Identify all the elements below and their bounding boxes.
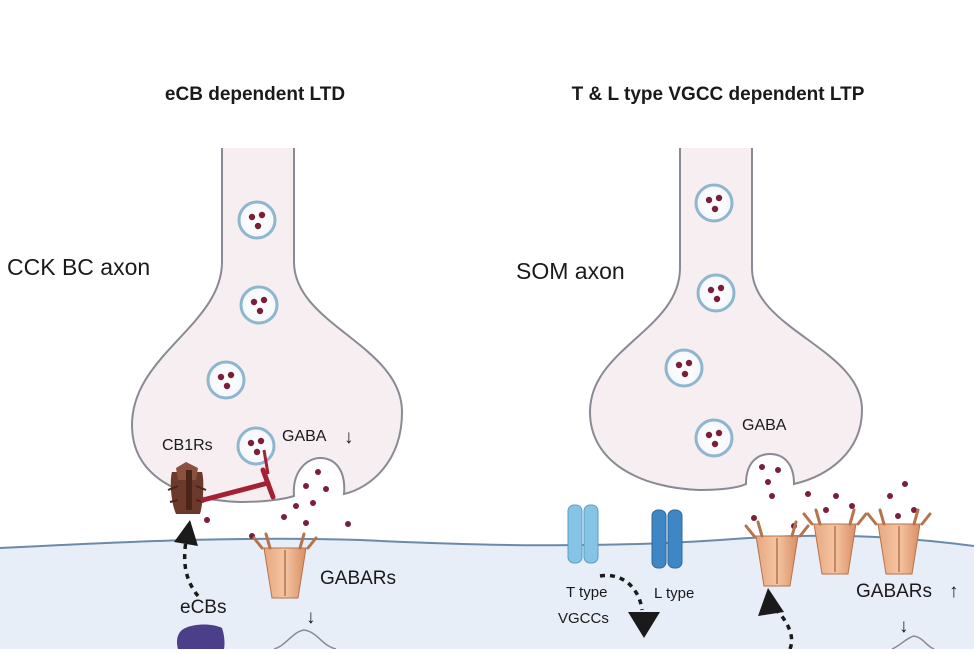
ecbs-label: eCBs: [180, 597, 226, 618]
cck-axon-terminal: [130, 148, 404, 504]
vesicle: [694, 183, 734, 223]
gabar-receptor-right-1: [744, 520, 810, 587]
t-type-vgcc: [567, 504, 599, 564]
ltp-arrow-head: [758, 588, 784, 616]
vgccs-label: VGCCs: [558, 610, 609, 627]
vesicle: [664, 348, 704, 388]
right-panel-title: T & L type VGCC dependent LTP: [572, 84, 865, 105]
ecb-arrow-head: [174, 520, 198, 546]
vesicle: [694, 418, 734, 458]
vesicle: [236, 426, 276, 466]
ltp-signal-arrow: [770, 604, 794, 650]
dendritic-spine-left: [273, 629, 337, 650]
som-axon-label: SOM axon: [516, 258, 625, 284]
purple-protein: [176, 624, 225, 649]
l-type-vgcc: [651, 509, 683, 569]
vesicle: [206, 360, 246, 400]
gabars-right-decrease-arrow: ↓: [899, 616, 909, 637]
cb1rs-label: CB1Rs: [162, 437, 213, 454]
ecb-retrograde-arrow: [182, 539, 200, 598]
cck-axon-label: CCK BC axon: [7, 254, 150, 280]
gaba-decrease-arrow: ↓: [344, 427, 354, 448]
t-type-label: T type: [566, 584, 607, 601]
vesicle: [696, 273, 736, 313]
inhibition-bar: [200, 449, 276, 503]
postsynaptic-cell: [0, 535, 974, 649]
gaba-molecules-left: [204, 469, 351, 539]
gaba-molecules-right: [751, 464, 917, 529]
left-panel-title: eCB dependent LTD: [165, 84, 345, 105]
vesicle: [239, 285, 279, 325]
gabars-increase-arrow: ↑: [949, 581, 959, 602]
som-axon-terminal: [588, 148, 864, 492]
gaba-label-left: GABA: [282, 428, 327, 445]
gabars-decrease-arrow: ↓: [306, 607, 316, 628]
gabars-label-left: GABARs: [320, 568, 396, 589]
gabar-receptor-left: [252, 532, 318, 599]
cb1-receptor: [167, 462, 207, 514]
gabar-receptor-right-3: [866, 508, 932, 575]
gabar-receptor-right-2: [802, 508, 868, 575]
l-type-label: L type: [654, 585, 694, 602]
gaba-label-right: GABA: [742, 417, 787, 434]
calcium-arrow-head: [628, 612, 660, 638]
dendritic-spine-right: [891, 635, 935, 650]
vesicle: [237, 200, 277, 240]
gabars-label-right: GABARs: [856, 581, 932, 602]
calcium-influx-arrow: [599, 573, 644, 611]
